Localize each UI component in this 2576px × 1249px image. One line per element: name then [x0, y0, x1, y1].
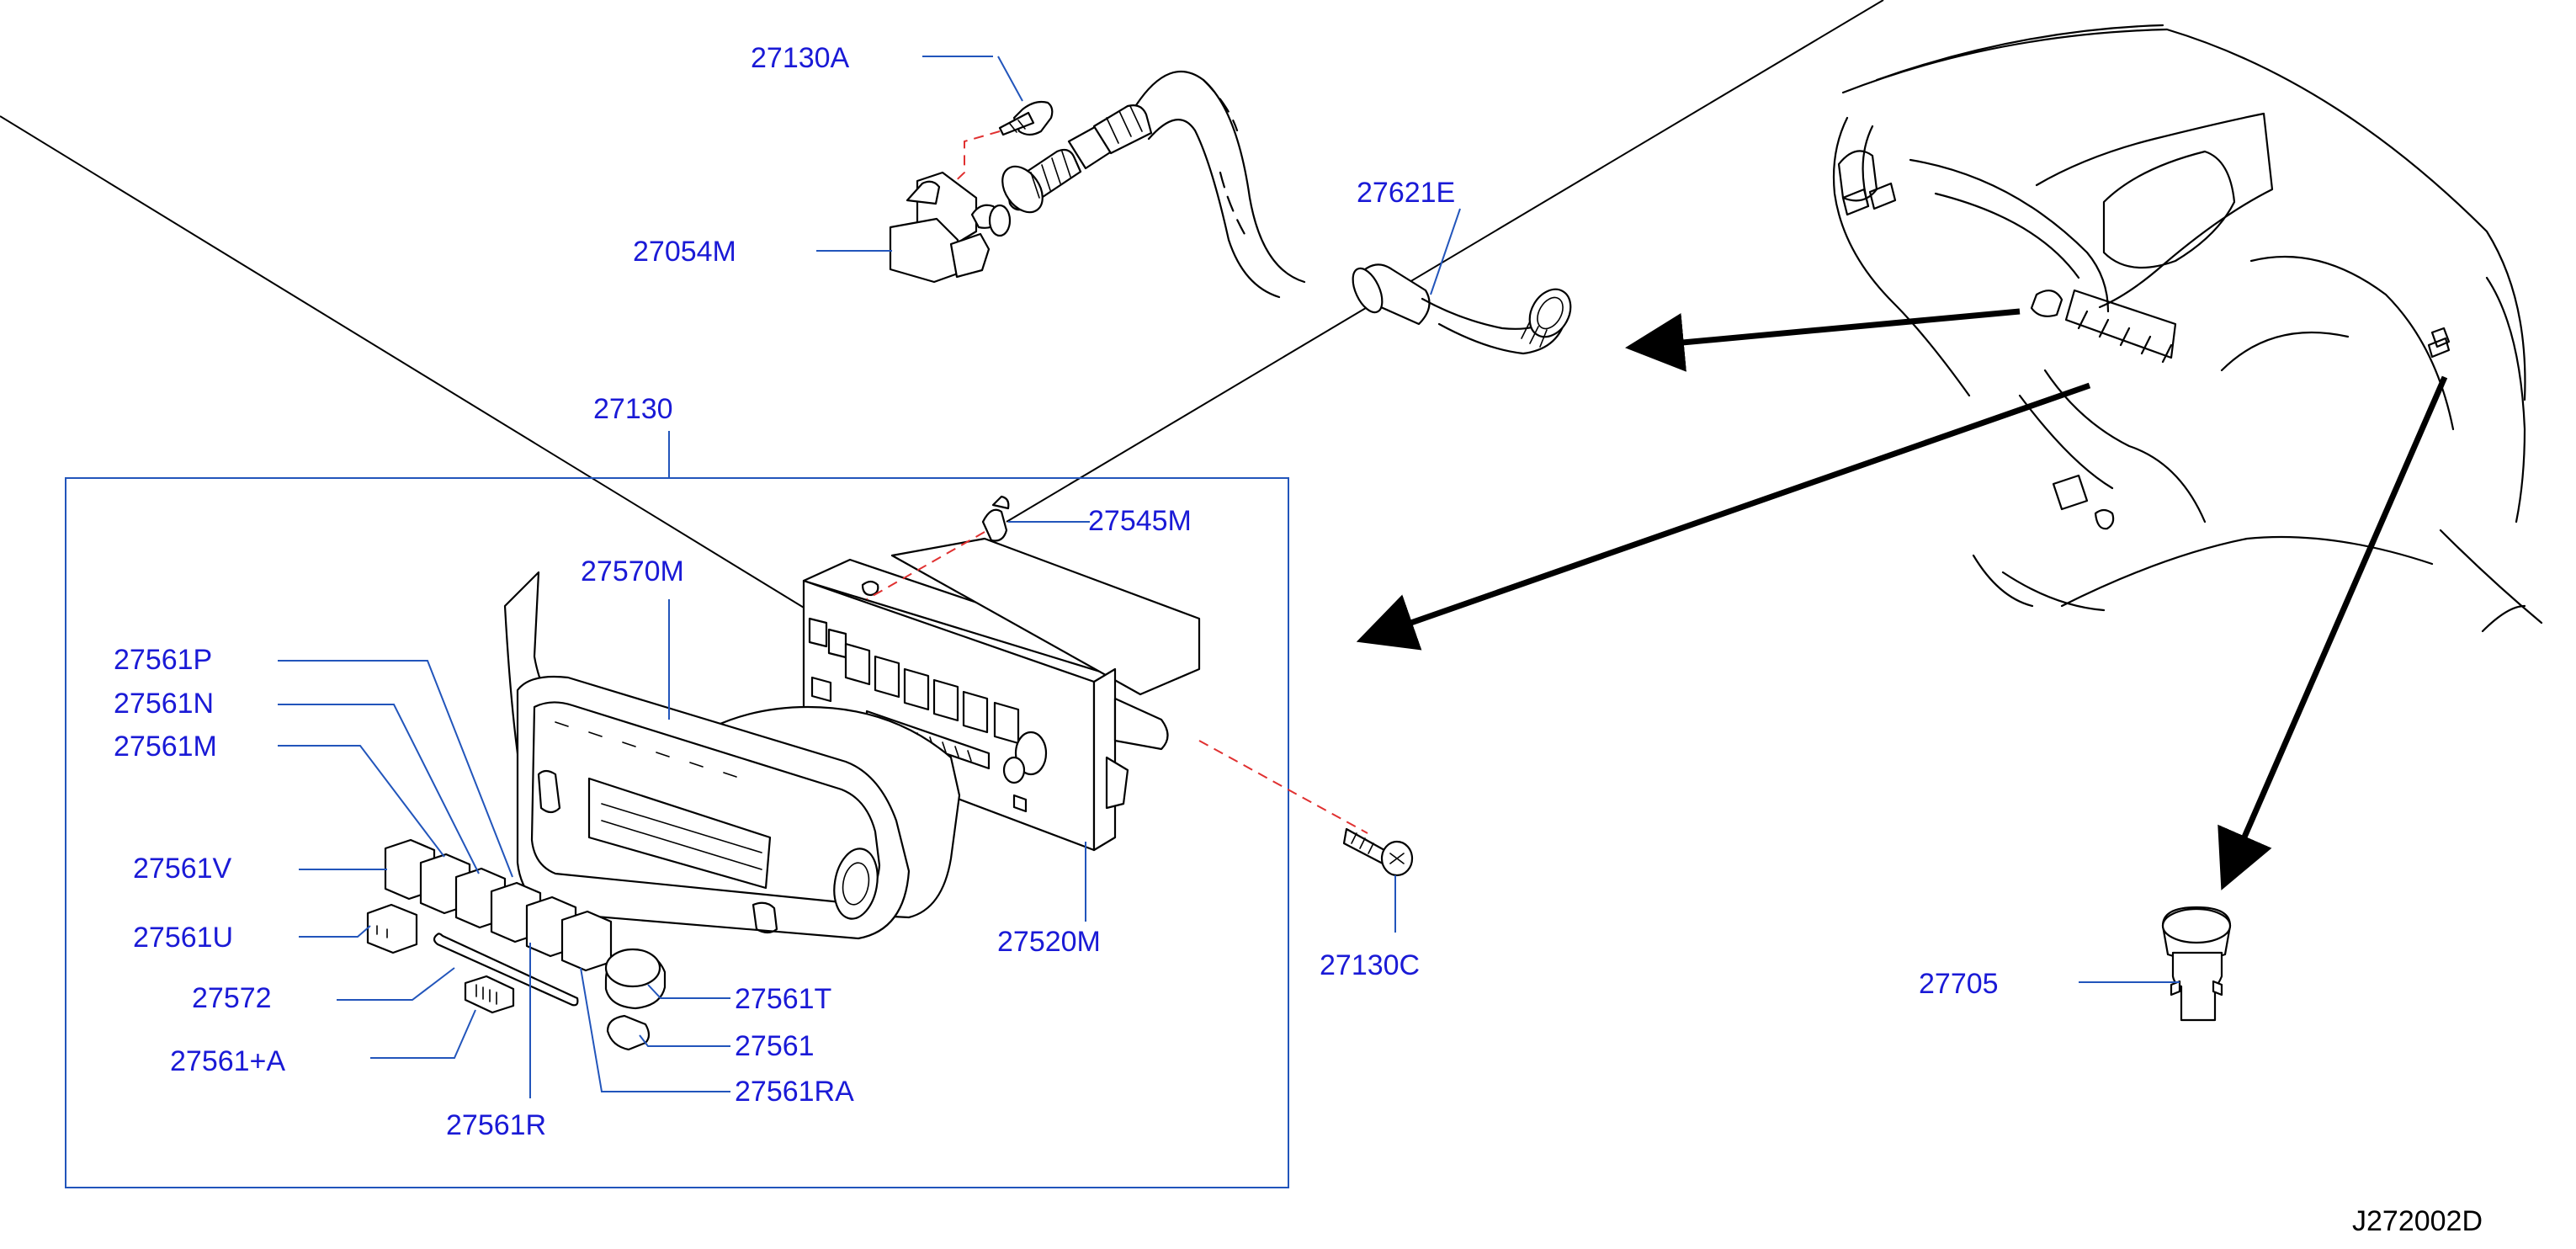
clip-27545M-path [866, 531, 985, 600]
label-27561U: 27561U [133, 922, 233, 954]
label-27054M: 27054M [633, 236, 736, 268]
button-set [366, 838, 667, 1051]
arrow-to-control-unit [1356, 382, 2091, 651]
reference-line-left [0, 115, 813, 614]
dashboard-sketch [1832, 24, 2543, 633]
label-27130C: 27130C [1320, 949, 1420, 981]
label-27705: 27705 [1919, 968, 1999, 1000]
label-27561RA: 27561RA [735, 1076, 854, 1108]
screw-27130C-path [1198, 740, 1368, 834]
sensor-27054M [889, 171, 1012, 284]
screw-27130C [1342, 827, 1414, 877]
label-27520M: 27520M [997, 926, 1101, 958]
label-27561N: 27561N [114, 688, 214, 720]
label-27561: 27561 [735, 1030, 815, 1062]
arrow-to-sensor-27705 [2217, 375, 2448, 890]
label-27570M: 27570M [581, 555, 684, 587]
label-27130: 27130 [593, 393, 673, 425]
label-27130A: 27130A [751, 42, 850, 74]
reference-line-right [1006, 0, 1884, 523]
label-27561M: 27561M [114, 731, 217, 763]
label-27561P: 27561P [114, 644, 212, 676]
clip-27545M [981, 495, 1010, 542]
screw-27130A-path [946, 130, 1001, 190]
label-27572: 27572 [192, 982, 272, 1014]
label-27545M: 27545M [1088, 505, 1192, 537]
label-27561A: 27561+A [170, 1045, 285, 1077]
diagram-code: J272002D [2352, 1205, 2483, 1237]
arrow-to-hose [1625, 308, 2021, 372]
assembly-27130-box [65, 477, 1289, 1188]
sensor-27705 [2161, 906, 2232, 1022]
aspirator-hose-27621E [1001, 70, 1572, 355]
label-27561V: 27561V [133, 853, 232, 885]
label-27621E: 27621E [1357, 177, 1455, 209]
label-27561R: 27561R [446, 1109, 546, 1141]
screw-27130A [998, 100, 1054, 136]
label-27561T: 27561T [735, 983, 831, 1015]
